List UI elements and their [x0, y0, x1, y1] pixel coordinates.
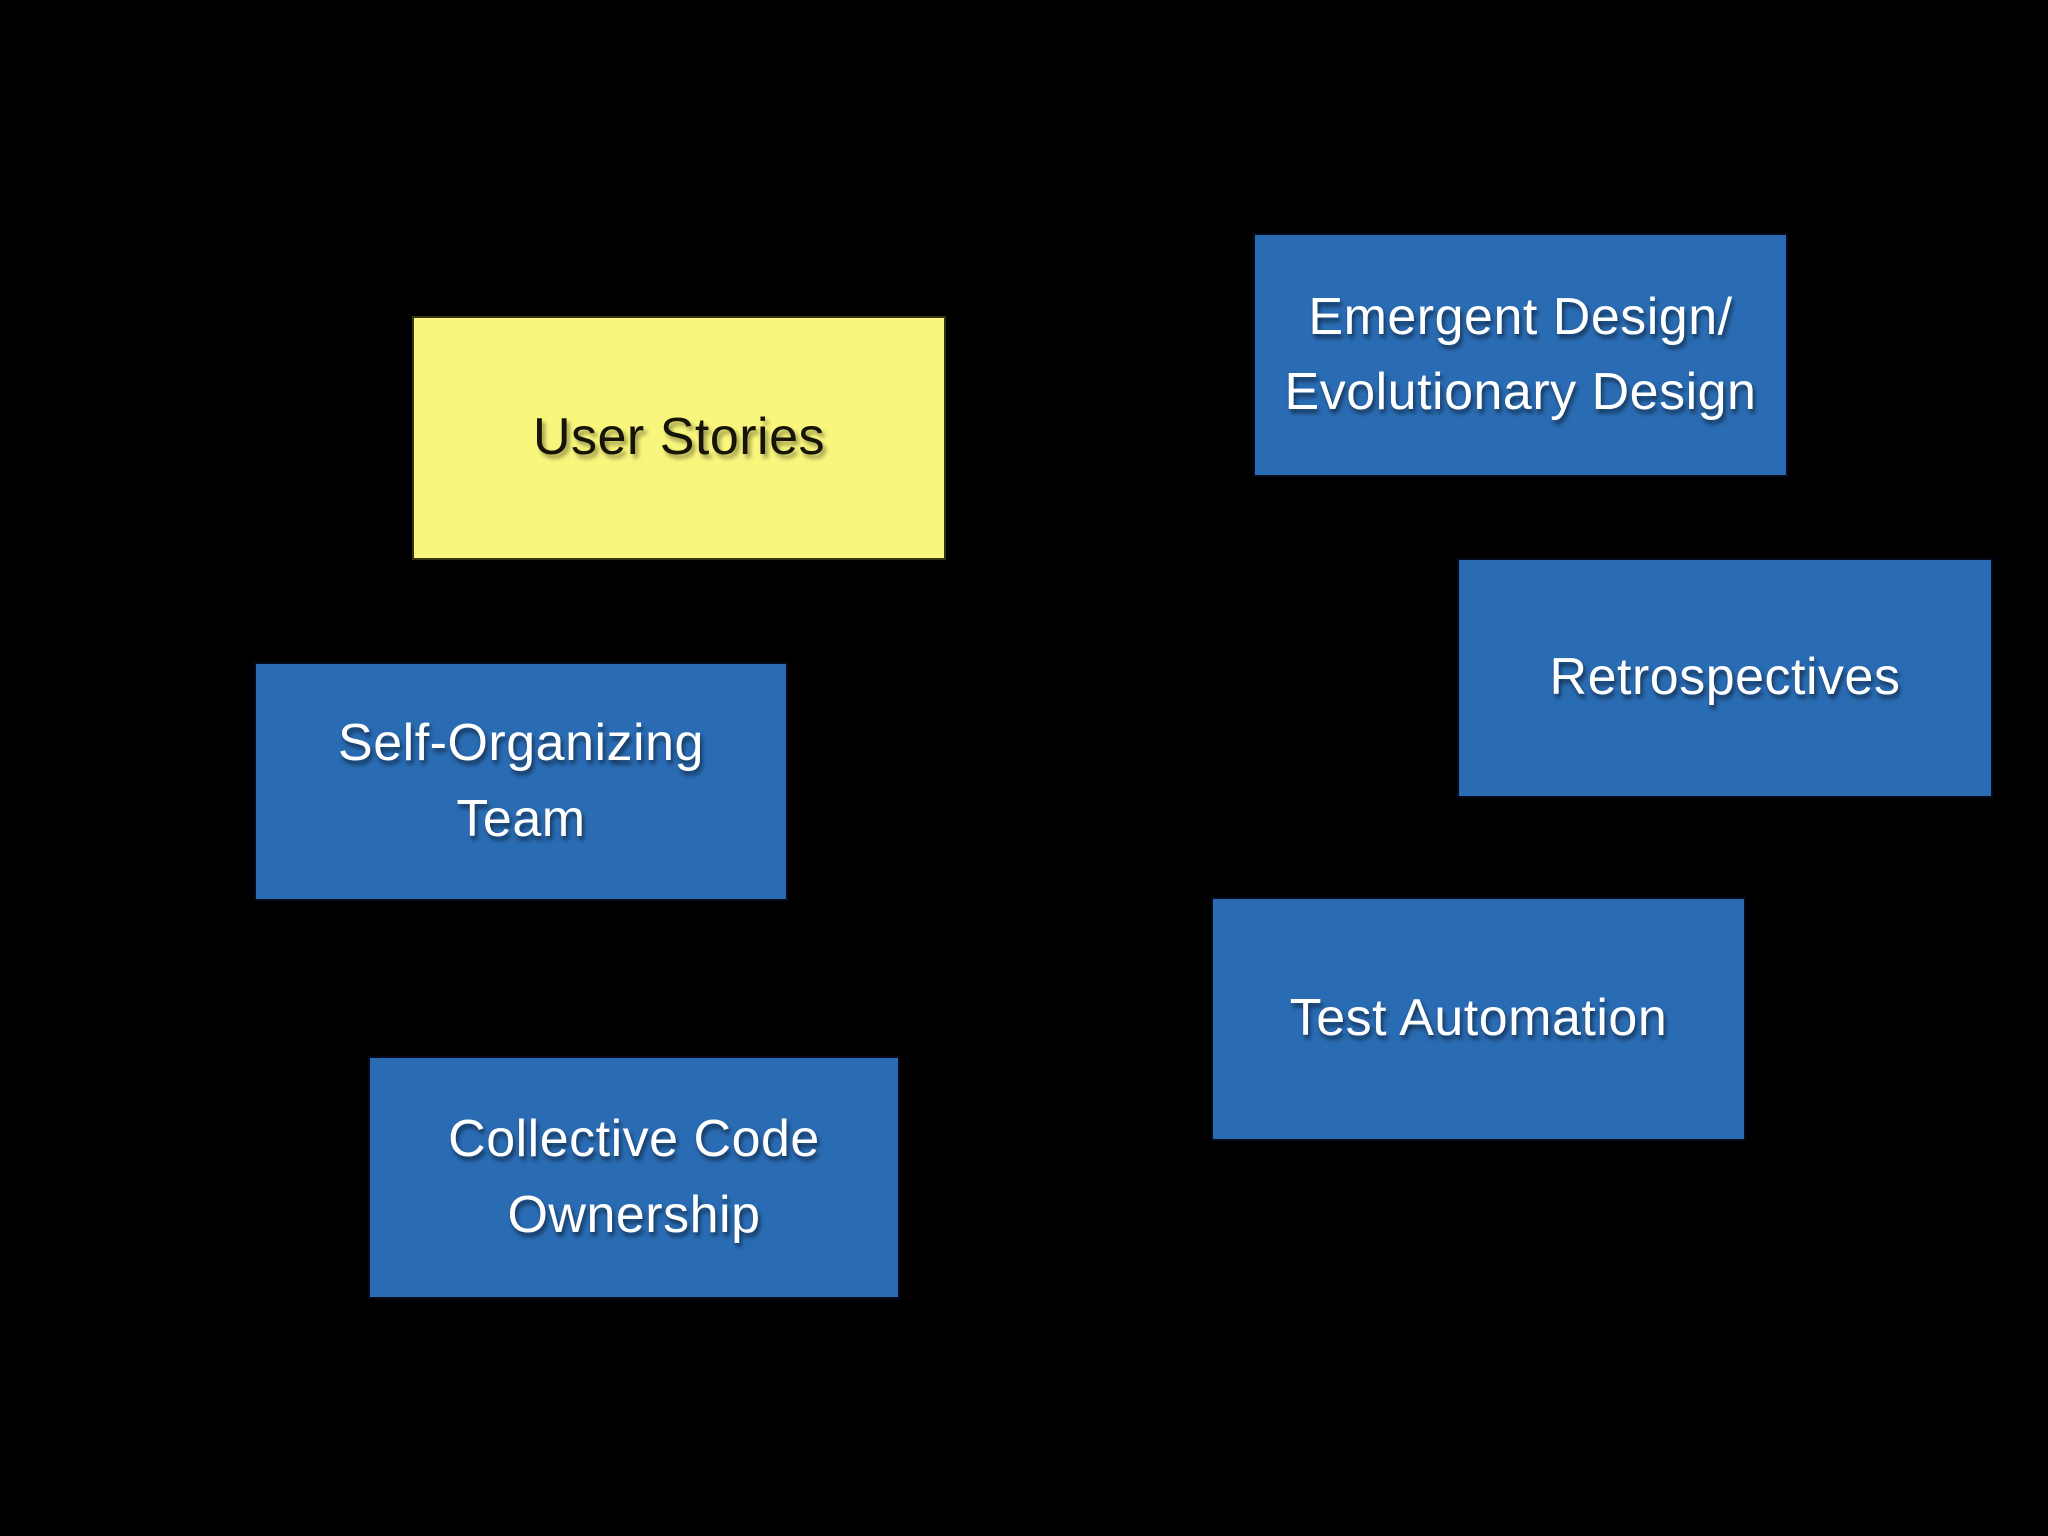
box-retrospectives: Retrospectives	[1459, 560, 1991, 796]
box-emergent-evolutionary-design: Emergent Design/ Evolutionary Design	[1255, 235, 1786, 475]
box-emergent-evolutionary-design-label: Emergent Design/ Evolutionary Design	[1284, 287, 1757, 421]
box-user-stories-label: User Stories	[532, 408, 826, 467]
box-user-stories: User Stories	[414, 318, 944, 558]
box-test-automation-label: Test Automation	[1289, 989, 1668, 1048]
box-collective-code-ownership: Collective Code Ownership	[370, 1058, 898, 1297]
box-self-organizing-team-label: Self-Organizing Team	[338, 714, 704, 848]
box-collective-code-ownership-label: Collective Code Ownership	[448, 1110, 820, 1244]
box-retrospectives-label: Retrospectives	[1549, 648, 1901, 707]
box-self-organizing-team: Self-Organizing Team	[256, 664, 786, 899]
box-test-automation: Test Automation	[1213, 899, 1744, 1139]
